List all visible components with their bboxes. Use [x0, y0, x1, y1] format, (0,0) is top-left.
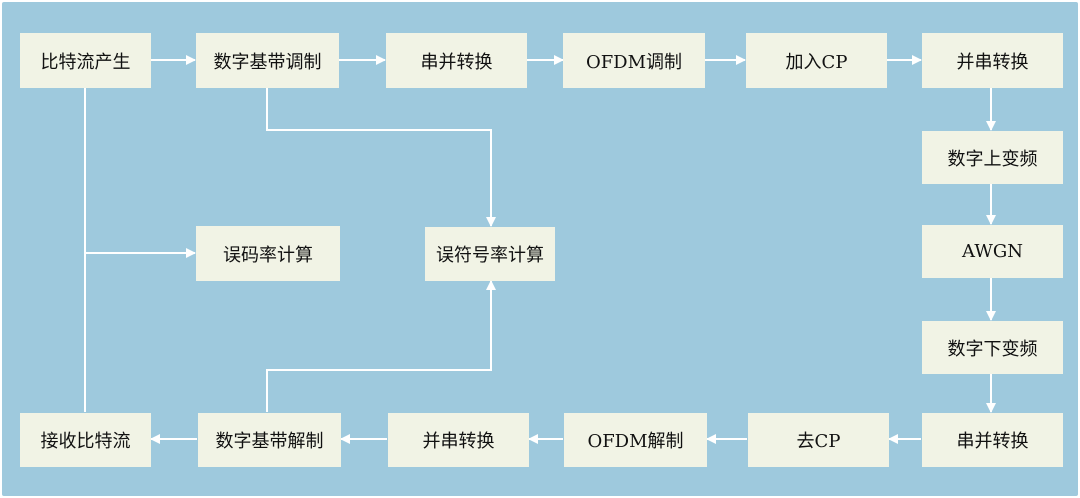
node-digital-downconversion: 数字下变频 [922, 321, 1063, 374]
node-remove-cp: 去CP [748, 413, 889, 467]
arrow-mod-to-ser [266, 88, 496, 227]
node-bit-error-rate: 误码率计算 [196, 226, 340, 281]
node-parallel-to-serial-rx: 并串转换 [388, 413, 529, 467]
node-ofdm-demodulation: OFDM解制 [564, 413, 707, 467]
node-digital-baseband-modulation: 数字基带调制 [196, 33, 339, 88]
node-awgn: AWGN [922, 225, 1063, 278]
node-serial-to-parallel-rx: 串并转换 [922, 413, 1063, 467]
node-digital-upconversion: 数字上变频 [922, 131, 1063, 184]
node-symbol-error-rate: 误符号率计算 [425, 227, 555, 281]
node-bitstream-generation: 比特流产生 [20, 33, 151, 88]
node-ofdm-modulation: OFDM调制 [563, 33, 705, 88]
node-serial-to-parallel-tx: 串并转换 [386, 33, 527, 88]
node-parallel-to-serial-tx: 并串转换 [922, 33, 1063, 88]
node-add-cp: 加入CP [746, 33, 887, 88]
node-receive-bitstream: 接收比特流 [20, 413, 151, 467]
node-digital-baseband-demodulation: 数字基带解制 [198, 413, 341, 467]
arrow-demod-to-ser [266, 280, 496, 412]
